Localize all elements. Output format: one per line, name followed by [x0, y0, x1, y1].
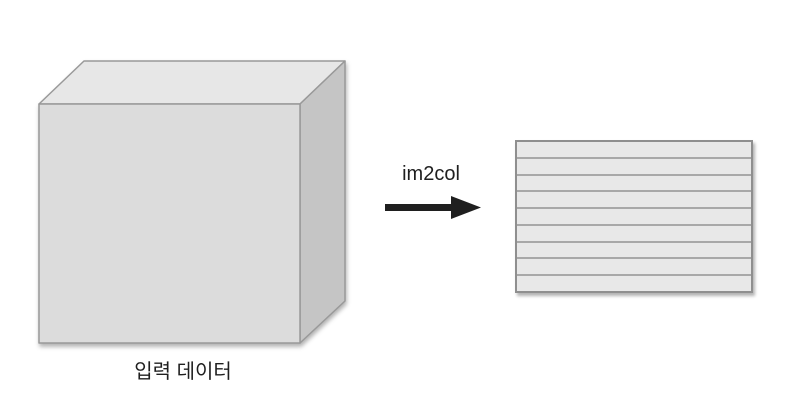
matrix-row — [517, 259, 751, 275]
matrix-row — [517, 175, 751, 191]
cube-label: 입력 데이터 — [134, 361, 232, 383]
arrow-head — [451, 196, 481, 219]
arrow-shaft — [385, 204, 453, 211]
matrix-row — [517, 225, 751, 241]
matrix-row — [517, 276, 751, 292]
matrix-row — [517, 158, 751, 174]
im2col-matrix — [515, 140, 753, 293]
matrix-row — [517, 209, 751, 224]
cube-right-face — [299, 60, 346, 344]
im2col-arrow — [385, 196, 481, 219]
cube-front-face — [38, 103, 301, 344]
arrow-label: im2col — [402, 163, 460, 185]
matrix-row — [517, 142, 751, 157]
input-data-cube — [38, 60, 346, 344]
matrix-row — [517, 242, 751, 258]
cube-top-face — [38, 60, 346, 105]
matrix-row — [517, 192, 751, 208]
